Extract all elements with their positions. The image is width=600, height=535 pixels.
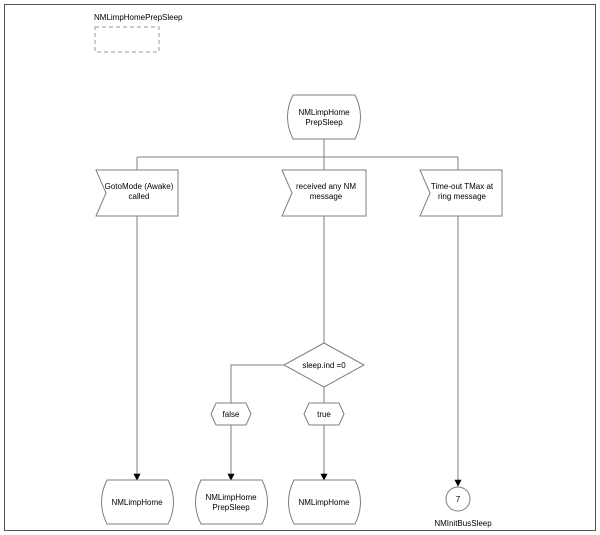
next-state-2-label-2: PrepSleep — [212, 503, 250, 512]
input-gotomode-line-1: GotoMode (Awake) — [105, 182, 174, 191]
diagram-title: NMLimpHomePrepSleep — [94, 13, 183, 22]
next-state-3-label: NMLimpHome — [298, 498, 350, 507]
false-label-shape — [210, 402, 252, 426]
next-state-2-label-1: NMLimpHome — [205, 493, 257, 502]
connector-number: 7 — [456, 495, 461, 504]
input-received-line-2: message — [310, 192, 343, 201]
true-label: true — [317, 410, 331, 419]
branch-connector — [136, 139, 459, 170]
connector-circle — [445, 486, 471, 512]
input-gotomode-line-2: called — [129, 192, 150, 201]
start-state-label-2: PrepSleep — [305, 118, 343, 127]
flow-line-false — [230, 364, 284, 403]
input-received-line-1: received any NM — [296, 182, 356, 191]
input-timeout-line-2: ring message — [438, 192, 487, 201]
false-label: false — [223, 410, 240, 419]
start-state-label-1: NMLimpHome — [298, 108, 350, 117]
next-state-1-label: NMLimpHome — [111, 498, 163, 507]
diagram-frame — [4, 4, 596, 531]
next-state-limphome-prepsleep — [195, 479, 268, 525]
connector-label: NMInitBusSleep — [434, 519, 492, 528]
next-state-limphome-2 — [288, 479, 361, 525]
input-signal-timeout — [419, 169, 503, 217]
true-label-shape — [303, 402, 345, 426]
decision-label: sleep.ind =0 — [302, 361, 346, 370]
next-state-limphome-1 — [101, 479, 174, 525]
start-state-shape — [287, 94, 361, 140]
input-timeout-line-1: Time-out TMax at — [431, 182, 494, 191]
text-symbol-dashed — [94, 26, 160, 53]
